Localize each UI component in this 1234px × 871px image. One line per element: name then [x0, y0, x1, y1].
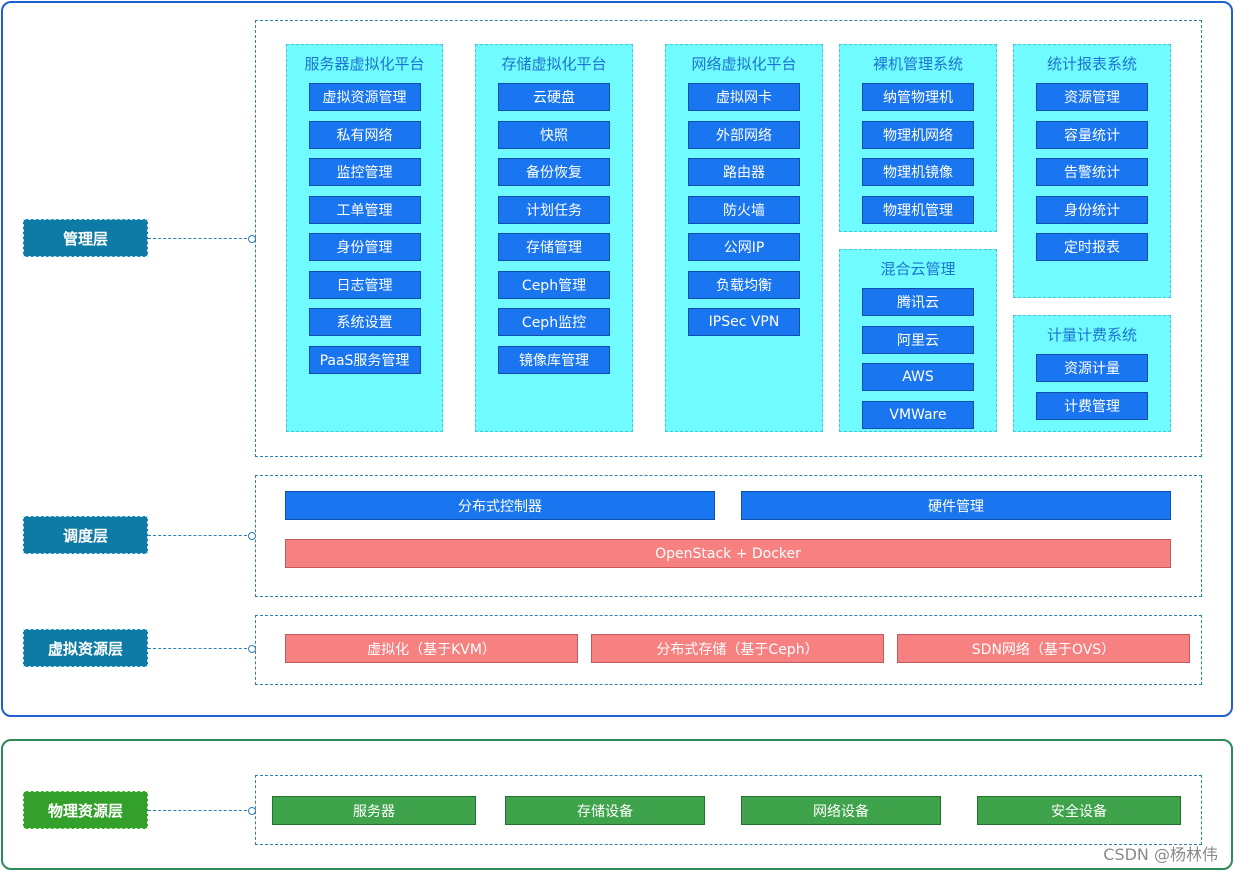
logical-layers-frame	[1, 1, 1233, 717]
watermark: CSDN @杨林伟	[1103, 845, 1218, 864]
module-item: 告警统计	[1036, 158, 1148, 186]
layer-label-physical-resource: 物理资源层	[23, 791, 148, 829]
network-device-bar: 网络设备	[741, 796, 941, 825]
module-item: 物理机网络	[862, 120, 974, 149]
connector-virtual-resource	[148, 645, 256, 653]
layer-label-scheduling: 调度层	[23, 516, 148, 554]
module-metering-billing: 计量计费系统资源计量计费管理	[1013, 315, 1171, 432]
module-item: 资源计量	[1036, 354, 1148, 382]
module-item: 定时报表	[1036, 233, 1148, 261]
module-title: 服务器虚拟化平台	[304, 55, 425, 73]
module-item: Ceph监控	[498, 308, 610, 336]
layer-label-virtual-resource: 虚拟资源层	[23, 629, 148, 667]
layer-label-management: 管理层	[23, 219, 148, 257]
module-item: 备份恢复	[498, 158, 610, 186]
security-device-bar: 安全设备	[977, 796, 1181, 825]
module-item: 存储管理	[498, 233, 610, 261]
module-bare-metal: 裸机管理系统纳管物理机物理机网络物理机镜像物理机管理	[839, 44, 997, 232]
connector-physical-resource	[148, 807, 256, 815]
module-hybrid-cloud: 混合云管理腾讯云阿里云 AWS VMWare	[839, 249, 997, 432]
module-item: 计费管理	[1036, 391, 1148, 420]
module-item: 阿里云	[862, 325, 974, 354]
module-item: AWS	[862, 363, 974, 391]
module-item: 腾讯云	[862, 288, 974, 316]
openstack-docker-bar: OpenStack + Docker	[285, 539, 1171, 568]
module-item: PaaS服务管理	[308, 345, 421, 374]
module-title: 统计报表系统	[1046, 55, 1137, 73]
module-item: 日志管理	[308, 270, 421, 299]
connector-management	[148, 235, 256, 243]
module-item: 监控管理	[308, 158, 421, 186]
module-item: 负载均衡	[688, 270, 800, 299]
module-item: 工单管理	[308, 195, 421, 224]
module-item: VMWare	[862, 400, 974, 429]
module-item: 快照	[498, 120, 610, 149]
sdn-network-ovs-bar: SDN网络（基于OVS）	[897, 634, 1190, 663]
module-item: 容量统计	[1036, 120, 1148, 149]
module-item: 身份统计	[1036, 195, 1148, 224]
distributed-controller-bar: 分布式控制器	[285, 491, 715, 520]
module-title: 计量计费系统	[1046, 326, 1137, 344]
physical-layer-frame	[1, 739, 1233, 870]
module-item: 虚拟资源管理	[308, 83, 421, 111]
module-server-virtualization: 服务器虚拟化平台虚拟资源管理私有网络监控管理工单管理身份管理日志管理系统设置 Pa…	[286, 44, 443, 432]
module-network-virtualization: 网络虚拟化平台虚拟网卡外部网络路由器防火墙公网IP 负载均衡 IPSec VPN	[665, 44, 823, 432]
module-item: Ceph管理	[498, 270, 610, 299]
module-item: 私有网络	[308, 120, 421, 149]
module-storage-virtualization: 存储虚拟化平台云硬盘快照备份恢复计划任务存储管理 Ceph管理 Ceph监控镜像库管…	[475, 44, 633, 432]
module-item: 外部网络	[688, 120, 800, 149]
module-item: 系统设置	[308, 308, 421, 336]
module-title: 混合云管理	[880, 260, 956, 278]
module-item: 云硬盘	[498, 83, 610, 111]
module-item: 资源管理	[1036, 83, 1148, 111]
module-item: 虚拟网卡	[688, 83, 800, 111]
module-item: 公网IP	[688, 233, 800, 261]
module-item: 镜像库管理	[498, 345, 610, 374]
module-statistics-report: 统计报表系统资源管理容量统计告警统计身份统计定时报表	[1013, 44, 1171, 298]
module-title: 网络虚拟化平台	[691, 55, 797, 73]
module-title: 裸机管理系统	[872, 55, 963, 73]
hardware-management-bar: 硬件管理	[741, 491, 1171, 520]
module-item: 身份管理	[308, 233, 421, 261]
module-item: 计划任务	[498, 195, 610, 224]
module-item: 防火墙	[688, 195, 800, 224]
module-item: 物理机镜像	[862, 158, 974, 186]
module-title: 存储虚拟化平台	[501, 55, 607, 73]
storage-device-bar: 存储设备	[505, 796, 705, 825]
virtualization-kvm-bar: 虚拟化（基于KVM）	[285, 634, 578, 663]
distributed-storage-ceph-bar: 分布式存储（基于Ceph）	[591, 634, 884, 663]
module-item: 物理机管理	[862, 195, 974, 224]
module-item: 纳管物理机	[862, 83, 974, 111]
module-item: 路由器	[688, 158, 800, 186]
module-item: IPSec VPN	[688, 308, 800, 336]
server-bar: 服务器	[272, 796, 476, 825]
connector-scheduling	[148, 532, 256, 540]
